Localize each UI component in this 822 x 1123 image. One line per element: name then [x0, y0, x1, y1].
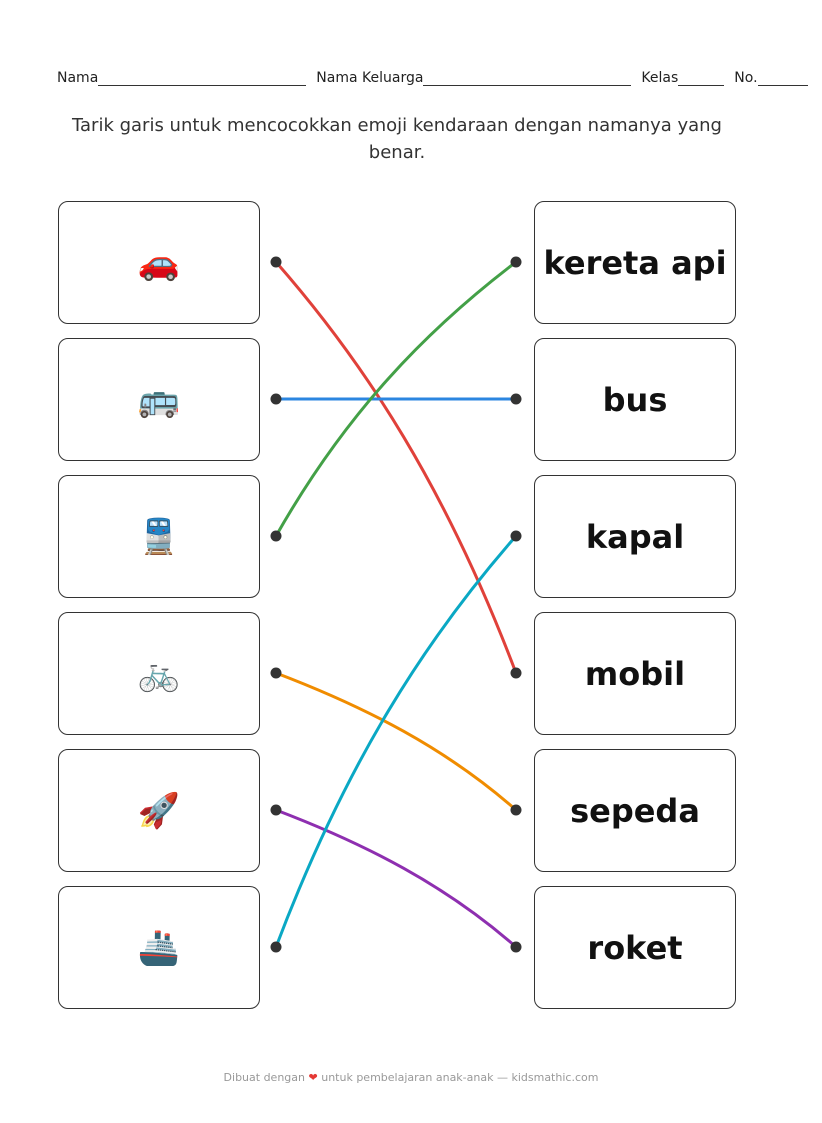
- left-dot[interactable]: [270, 256, 282, 268]
- word-label: sepeda: [570, 791, 700, 830]
- picture-card: 🚢: [58, 886, 260, 1009]
- left-dot[interactable]: [270, 393, 282, 405]
- footer: Dibuat dengan ❤ untuk pembelajaran anak-…: [0, 1071, 822, 1084]
- class-label: Kelas: [641, 70, 679, 86]
- number-label: No.: [734, 70, 758, 86]
- word-card: mobil: [534, 612, 736, 735]
- match-line: [274, 261, 518, 674]
- word-label: mobil: [584, 654, 686, 693]
- word-card: kereta api: [534, 201, 736, 324]
- footer-text-before: Dibuat dengan: [223, 1071, 305, 1084]
- bicycle-icon: 🚲: [137, 653, 181, 694]
- name-label: Nama: [57, 70, 99, 86]
- student-info-header: Nama Nama Keluarga Kelas No.: [57, 70, 808, 86]
- rocket-icon: 🚀: [137, 790, 181, 831]
- word-label: bus: [602, 380, 668, 419]
- class-field[interactable]: [678, 73, 725, 86]
- bus-icon: 🚌: [137, 379, 181, 420]
- left-dot[interactable]: [270, 530, 282, 542]
- word-card: bus: [534, 338, 736, 461]
- right-dot[interactable]: [510, 530, 522, 542]
- heart-icon: ❤: [308, 1071, 318, 1084]
- instruction-text: Tarik garis untuk mencocokkan emoji kend…: [72, 115, 722, 163]
- name-field[interactable]: [98, 73, 307, 86]
- right-dot[interactable]: [510, 393, 522, 405]
- footer-text-after: untuk pembelajaran anak-anak — kidsmathi…: [321, 1071, 599, 1084]
- picture-card: 🚗: [58, 201, 260, 324]
- picture-card: 🚆: [58, 475, 260, 598]
- number-field[interactable]: [757, 73, 808, 86]
- picture-card: 🚌: [58, 338, 260, 461]
- match-line: [274, 535, 518, 948]
- word-card: roket: [534, 886, 736, 1009]
- family-name-field[interactable]: [423, 73, 632, 86]
- word-label: roket: [587, 928, 683, 967]
- family-name-label: Nama Keluarga: [316, 70, 424, 86]
- right-dot[interactable]: [510, 804, 522, 816]
- match-line: [274, 260, 517, 537]
- word-card: sepeda: [534, 749, 736, 872]
- ship-icon: 🚢: [137, 927, 181, 968]
- match-line: [275, 808, 517, 949]
- train-icon: 🚆: [137, 516, 181, 557]
- picture-card: 🚀: [58, 749, 260, 872]
- word-card: kapal: [534, 475, 736, 598]
- left-dot[interactable]: [270, 804, 282, 816]
- right-dot[interactable]: [510, 667, 522, 679]
- left-dot[interactable]: [270, 667, 282, 679]
- picture-card: 🚲: [58, 612, 260, 735]
- car-icon: 🚗: [137, 242, 181, 283]
- word-label: kapal: [585, 517, 685, 556]
- left-dot[interactable]: [270, 941, 282, 953]
- match-line: [275, 671, 517, 812]
- right-dot[interactable]: [510, 256, 522, 268]
- right-dot[interactable]: [510, 941, 522, 953]
- word-label: kereta api: [543, 243, 727, 282]
